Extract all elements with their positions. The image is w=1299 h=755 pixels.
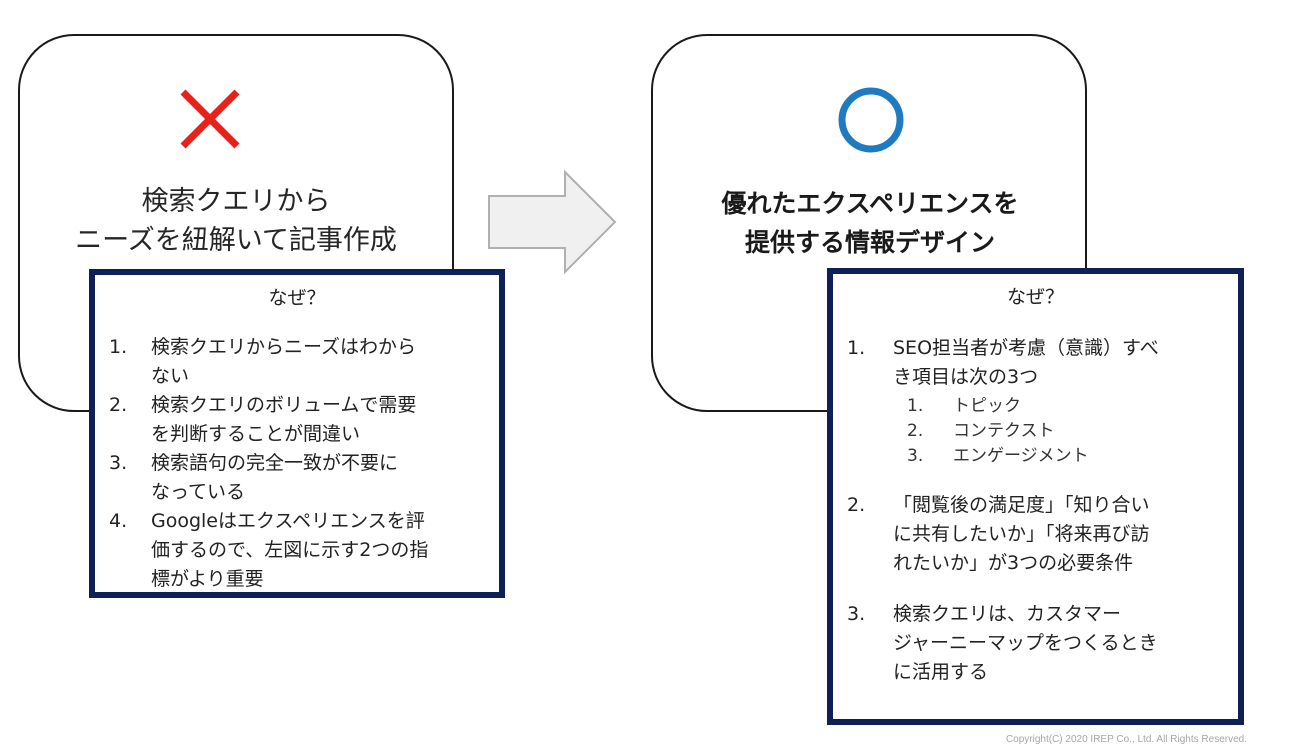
left-heading-line: 検索クエリから [141, 186, 331, 217]
right-heading-line: 提供する情報デザイン [744, 228, 995, 257]
item-number: 3. [109, 452, 128, 474]
item-text-line: を判断することが間違い [151, 423, 361, 445]
left-heading: 検索クエリから ニーズを紐解いて記事作成 [30, 182, 442, 260]
sub-item-text: トピック [953, 396, 1021, 416]
right-reasons-title: なぜ？ [1006, 286, 1064, 308]
item-text-line: 標がより重要 [151, 568, 264, 590]
item-number: 4. [109, 510, 128, 532]
item-text-line: き項目は次の3つ [893, 366, 1039, 388]
left-reasons-box: なぜ？ 1. 検索クエリからニーズはわから ない 2. 検索クエリのボリュームで… [89, 269, 505, 598]
left-reasons-list: 1. 検索クエリからニーズはわから ない 2. 検索クエリのボリュームで需要 を… [109, 333, 489, 594]
cross-mark-icon [180, 89, 240, 149]
sub-item-number: 3. [907, 446, 924, 466]
item-text-line: 価するので、左図に示す2つの指 [151, 539, 429, 561]
sub-item-number: 1. [907, 396, 924, 416]
item-text-line: なっている [151, 481, 246, 503]
circle-mark-icon [838, 87, 904, 153]
item-text-line: ない [151, 365, 190, 387]
list-item: 1. SEO担当者が考慮（意識）すべ き項目は次の3つ 1. トピック 2. コ… [847, 334, 1227, 469]
item-number: 2. [847, 494, 866, 516]
list-item: 1. 検索クエリからニーズはわから ない [109, 333, 489, 391]
item-text-line: ジャーニーマップをつくるとき [893, 632, 1158, 654]
sub-item-text: エンゲージメント [953, 446, 1089, 466]
item-number: 3. [847, 603, 866, 625]
sub-list-item: 3. エンゲージメント [893, 444, 1227, 469]
sub-list-item: 1. トピック [893, 394, 1227, 419]
sub-item-text: コンテクスト [953, 421, 1055, 441]
sub-list: 1. トピック 2. コンテクスト 3. エンゲージメント [893, 394, 1227, 469]
left-heading-line: ニーズを紐解いて記事作成 [75, 225, 397, 256]
list-item: 4. Googleはエクスペリエンスを評 価するので、左図に示す2つの指 標がよ… [109, 507, 489, 594]
item-text-line: Googleはエクスペリエンスを評 [151, 510, 425, 532]
item-text-line: 検索クエリのボリュームで需要 [151, 394, 417, 416]
item-text-line: 検索クエリからニーズはわから [151, 336, 417, 358]
item-number: 1. [847, 337, 866, 359]
right-arrow-icon [488, 170, 617, 274]
item-text-line: れたいか」が3つの必要条件 [893, 552, 1134, 574]
item-text-line: に共有したいか」「将来再び訪 [893, 523, 1150, 545]
right-reasons-box: なぜ？ 1. SEO担当者が考慮（意識）すべ き項目は次の3つ 1. トピック … [827, 268, 1244, 725]
list-item: 3. 検索語句の完全一致が不要に なっている [109, 449, 489, 507]
list-item: 2. 「閲覧後の満足度」「知り合い に共有したいか」「将来再び訪 れたいか」が3… [847, 491, 1227, 578]
item-number: 1. [109, 336, 128, 358]
list-item: 3. 検索クエリは、カスタマー ジャーニーマップをつくるとき に活用する [847, 600, 1227, 687]
right-heading: 優れたエクスペリエンスを 提供する情報デザイン [660, 184, 1080, 262]
copyright-notice: Copyright(C) 2020 IREP Co., Ltd. All Rig… [1005, 734, 1247, 745]
right-heading-line: 優れたエクスペリエンスを [721, 189, 1019, 218]
item-number: 2. [109, 394, 128, 416]
item-text-line: に活用する [893, 661, 989, 683]
sub-list-item: 2. コンテクスト [893, 419, 1227, 444]
left-reasons-title: なぜ？ [268, 287, 326, 309]
right-reasons-list: 1. SEO担当者が考慮（意識）すべ き項目は次の3つ 1. トピック 2. コ… [847, 334, 1227, 687]
sub-item-number: 2. [907, 421, 924, 441]
list-item: 2. 検索クエリのボリュームで需要 を判断することが間違い [109, 391, 489, 449]
item-text-line: 検索語句の完全一致が不要に [151, 452, 399, 474]
item-text-line: 検索クエリは、カスタマー [893, 603, 1122, 625]
item-text-line: 「閲覧後の満足度」「知り合い [893, 494, 1150, 516]
item-text-line: SEO担当者が考慮（意識）すべ [893, 337, 1159, 359]
